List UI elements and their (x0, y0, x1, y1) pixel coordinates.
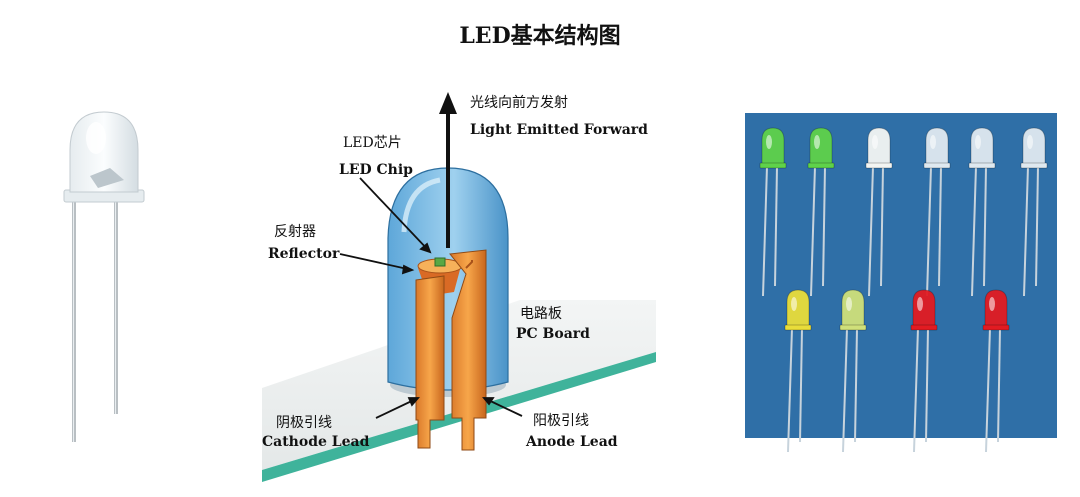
cathode-label-cn: 阴极引线 (276, 415, 332, 431)
anode-label-en: Anode Lead (525, 434, 618, 450)
anode-label-cn: 阳极引线 (533, 413, 589, 429)
anode-lead-shape (449, 249, 487, 451)
led-bottom-1 (784, 289, 812, 453)
leader-arrows (339, 177, 523, 419)
led-top-6 (1020, 127, 1048, 297)
led-chip (434, 257, 446, 267)
light-label-en: Light Emitted Forward (470, 122, 648, 138)
led-top-3 (865, 127, 893, 297)
led-top-5 (968, 127, 996, 297)
board-label-cn: 电路板 (520, 306, 562, 322)
reflector-label-en: Reflector (268, 246, 340, 262)
light-label-cn: 光线向前方发射 (470, 94, 568, 111)
reflector-label-cn: 反射器 (274, 224, 316, 240)
colored-leds-photo (745, 113, 1057, 453)
cathode-lead-shape (415, 275, 445, 449)
chip-label-cn: LED芯片 (343, 135, 402, 151)
led-bottom-3 (910, 289, 938, 453)
led-top-4 (923, 127, 951, 297)
clear-led-photo (63, 111, 145, 442)
board-label-en: PC Board (516, 326, 590, 342)
led-bottom-2 (839, 289, 867, 453)
photo-background (745, 113, 1057, 438)
led-grid (759, 127, 1048, 453)
led-structure-diagram: 光线向前方发射 Light Emitted Forward LED芯片 LED … (262, 92, 656, 482)
led-top-1 (759, 127, 787, 297)
chip-label-en: LED Chip (339, 162, 413, 178)
page-title: LED基本结构图 (459, 23, 621, 49)
cathode-label-en: Cathode Lead (262, 434, 370, 450)
led-top-2 (807, 127, 835, 297)
led-bottom-4 (982, 289, 1010, 453)
